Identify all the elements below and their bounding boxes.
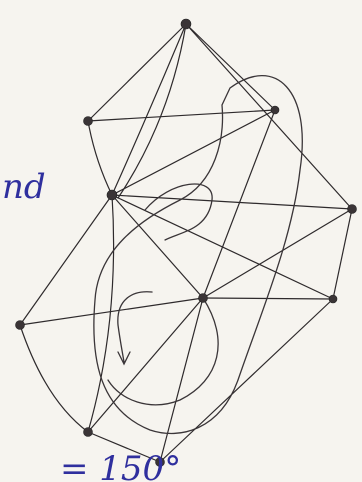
edge	[333, 209, 352, 299]
vertex	[271, 106, 279, 114]
edge	[20, 195, 112, 325]
edge	[112, 195, 203, 298]
angle-label: = 150°	[60, 449, 181, 482]
vertex	[181, 19, 191, 29]
freehand-curves	[94, 76, 302, 434]
edge	[112, 24, 186, 195]
vertex	[199, 294, 208, 303]
edge	[203, 209, 352, 298]
edge	[88, 121, 112, 195]
edge	[160, 299, 333, 462]
freehand-arrow	[118, 292, 152, 364]
freehand-curve	[145, 184, 212, 240]
vertex	[84, 117, 93, 126]
edge	[20, 325, 88, 432]
edge	[88, 110, 275, 121]
edge	[112, 110, 275, 195]
vertices	[16, 19, 357, 467]
vertex	[329, 295, 337, 303]
edge	[118, 24, 186, 198]
edge	[88, 24, 186, 121]
vertex	[16, 321, 25, 330]
edge	[203, 298, 333, 299]
edge	[186, 24, 275, 110]
vertex	[348, 205, 357, 214]
vertex	[107, 190, 117, 200]
margin-label: nd	[2, 167, 46, 207]
vertex	[84, 428, 93, 437]
edge	[186, 24, 352, 209]
freehand-loop	[94, 76, 302, 434]
